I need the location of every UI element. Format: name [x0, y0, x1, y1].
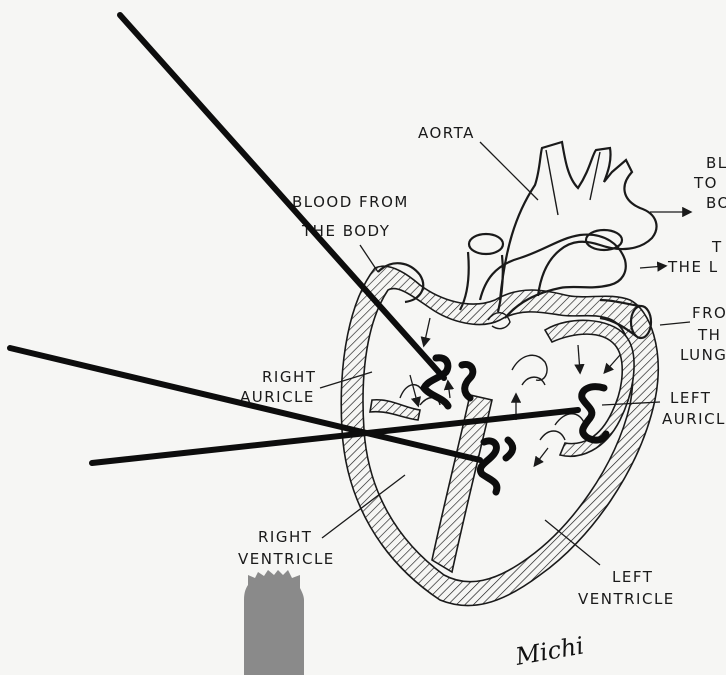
label-left-ventricle-line2: VENTRICLE [578, 590, 675, 608]
label-blood-from-body-line1: BLOOD FROM [292, 193, 409, 211]
label-to-lungs-line2: THE L [667, 258, 719, 276]
label-blood-to-body-line2: TO [693, 174, 718, 192]
label-from-lungs-line3: LUNG [680, 346, 726, 364]
label-aorta: AORTA [418, 124, 475, 142]
label-right-auricle-line1: RIGHT [262, 368, 316, 386]
label-from-lungs-line2: TH [697, 326, 721, 344]
label-to-lungs-line1: T [711, 238, 723, 256]
label-right-ventricle-line2: VENTRICLE [238, 550, 335, 568]
label-blood-to-body-line1: BL [706, 154, 726, 172]
label-right-ventricle-line1: RIGHT [258, 528, 312, 546]
tower-silhouette [244, 570, 304, 675]
label-left-auricle-line1: LEFT [670, 389, 711, 407]
label-left-ventricle-line1: LEFT [612, 568, 653, 586]
label-blood-to-body-line3: BO [706, 194, 726, 212]
label-from-lungs-line1: FRO [692, 304, 726, 322]
label-left-auricle-line2: AURICL [662, 410, 726, 428]
